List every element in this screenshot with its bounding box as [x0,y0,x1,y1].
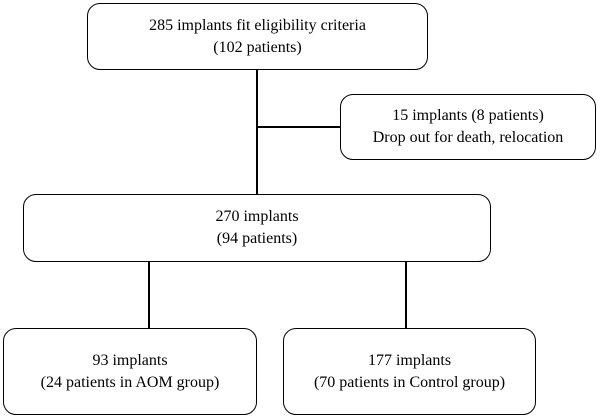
aom-patients-text: (24 patients in AOM group) [40,373,220,391]
aom-implants-text: 93 implants [92,351,168,369]
dropout-implants-text: 15 implants (8 patients) [392,107,544,124]
connector-middle-to-aom [148,262,150,328]
eligibility-box: 285 implants fit eligibility criteria (1… [87,3,428,70]
connector-top-to-middle [256,70,258,194]
control-implants-text: 177 implants [367,351,452,369]
connector-middle-to-control [405,262,407,328]
eligibility-implants-text: 285 implants fit eligibility criteria [149,16,366,34]
aom-group-box: 93 implants (24 patients in AOM group) [3,328,257,415]
analyzed-implants-text: 270 implants [215,208,299,225]
dropout-box: 15 implants (8 patients) Drop out for de… [340,94,596,160]
control-patients-text: (70 patients in Control group) [313,373,506,391]
control-group-box: 177 implants (70 patients in Control gro… [283,328,536,415]
connector-to-dropout [256,126,340,128]
eligibility-patients-text: (102 patients) [213,38,302,56]
dropout-reason-text: Drop out for death, relocation [372,129,564,146]
analyzed-patients-text: (94 patients) [216,230,298,247]
analyzed-box: 270 implants (94 patients) [23,194,491,262]
